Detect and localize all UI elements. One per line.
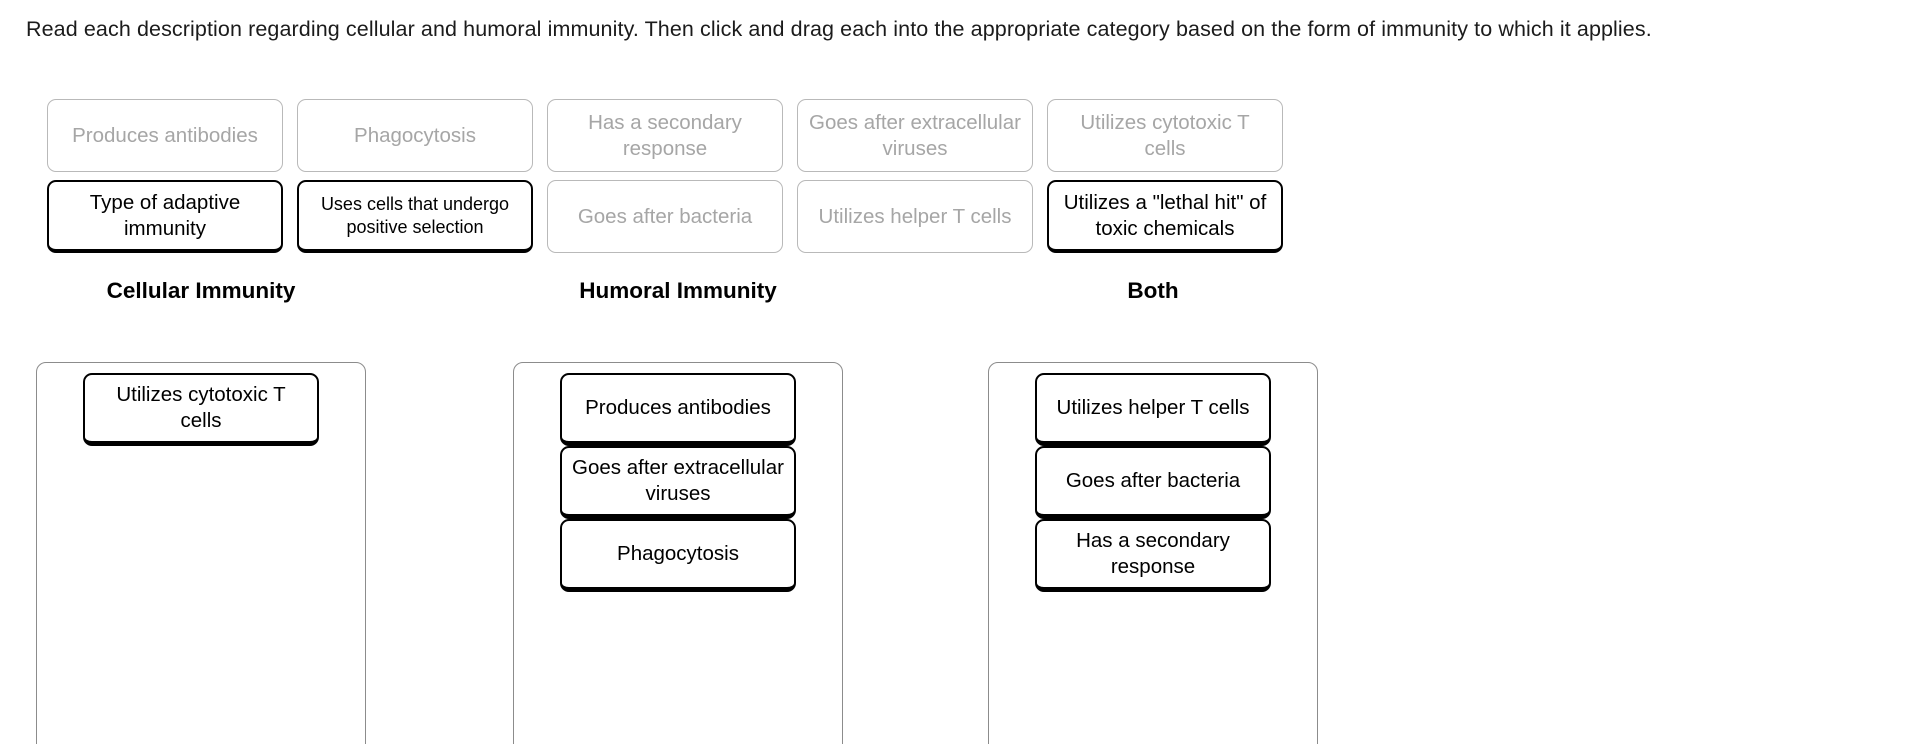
tile-label: Utilizes helper T cells [818, 204, 1012, 228]
tile-label: Has a secondary response [1076, 529, 1230, 578]
draggable-tile-utilizes-cytotoxic-t-cells[interactable]: Utilizes cytotoxic T cells [1047, 99, 1283, 172]
source-tile-row-2: Type of adaptive immunity Uses cells tha… [47, 180, 1283, 253]
draggable-tile-phagocytosis[interactable]: Phagocytosis [297, 99, 533, 172]
drop-zone-items: Produces antibodies Goes after extracell… [514, 373, 842, 592]
placed-tile-utilizes-cytotoxic-t-cells[interactable]: Utilizes cytotoxic T cells [83, 373, 319, 446]
tile-label: Utilizes cytotoxic T cells [116, 383, 286, 432]
tile-label: Produces antibodies [72, 123, 258, 147]
category-heading-humoral-immunity: Humoral Immunity [579, 278, 777, 303]
drop-zone-cellular-immunity[interactable]: Utilizes cytotoxic T cells [36, 362, 366, 744]
category-headings: Cellular Immunity Humoral Immunity Both [36, 278, 1376, 318]
placed-tile-has-a-secondary-response[interactable]: Has a secondary response [1035, 519, 1271, 592]
tile-label: Produces antibodies [585, 396, 771, 419]
tile-label: Goes after bacteria [1065, 469, 1241, 492]
placed-tile-goes-after-extracellular-viruses[interactable]: Goes after extracellular viruses [560, 446, 796, 519]
source-tile-row-1: Produces antibodies Phagocytosis Has a s… [47, 99, 1283, 172]
tile-label: Has a secondary response [588, 110, 742, 160]
placed-tile-goes-after-bacteria[interactable]: Goes after bacteria [1035, 446, 1271, 519]
category-area: Cellular Immunity Humoral Immunity Both … [36, 278, 1376, 744]
drop-zone-items: Utilizes helper T cells Goes after bacte… [989, 373, 1317, 592]
instructions-text: Read each description regarding cellular… [26, 17, 1652, 41]
draggable-tile-produces-antibodies[interactable]: Produces antibodies [47, 99, 283, 172]
tile-label: Phagocytosis [354, 123, 476, 147]
tile-label: Goes after extracellular viruses [572, 456, 784, 505]
draggable-tile-utilizes-a-lethal-hit-of-toxic-chemicals[interactable]: Utilizes a "lethal hit" of toxic chemica… [1047, 180, 1283, 253]
tile-label: Goes after bacteria [577, 204, 753, 228]
drop-zone-humoral-immunity[interactable]: Produces antibodies Goes after extracell… [513, 362, 843, 744]
draggable-tile-type-of-adaptive-immunity[interactable]: Type of adaptive immunity [47, 180, 283, 253]
tile-label: Goes after extracellular viruses [809, 110, 1021, 160]
placed-tile-produces-antibodies[interactable]: Produces antibodies [560, 373, 796, 446]
draggable-tile-goes-after-bacteria[interactable]: Goes after bacteria [547, 180, 783, 253]
category-heading-cellular-immunity: Cellular Immunity [106, 278, 296, 303]
drop-zone-items: Utilizes cytotoxic T cells [37, 373, 365, 446]
category-heading-both: Both [1127, 278, 1179, 303]
tile-label: Utilizes a "lethal hit" of toxic chemica… [1063, 190, 1267, 240]
source-tile-tray: Produces antibodies Phagocytosis Has a s… [47, 99, 1283, 253]
tile-label: Utilizes cytotoxic T cells [1080, 110, 1250, 160]
tile-label: Uses cells that undergo positive selecti… [320, 193, 510, 237]
placed-tile-utilizes-helper-t-cells[interactable]: Utilizes helper T cells [1035, 373, 1271, 446]
tile-label: Phagocytosis [617, 542, 739, 565]
draggable-tile-utilizes-helper-t-cells[interactable]: Utilizes helper T cells [797, 180, 1033, 253]
draggable-tile-has-a-secondary-response[interactable]: Has a secondary response [547, 99, 783, 172]
drop-zones: Utilizes cytotoxic T cells Produces anti… [36, 318, 1376, 744]
placed-tile-phagocytosis[interactable]: Phagocytosis [560, 519, 796, 592]
tile-label: Utilizes helper T cells [1056, 396, 1250, 419]
draggable-tile-goes-after-extracellular-viruses[interactable]: Goes after extracellular viruses [797, 99, 1033, 172]
tile-label: Type of adaptive immunity [89, 190, 241, 240]
drop-zone-both[interactable]: Utilizes helper T cells Goes after bacte… [988, 362, 1318, 744]
draggable-tile-uses-cells-that-undergo-positive-selection[interactable]: Uses cells that undergo positive selecti… [297, 180, 533, 253]
